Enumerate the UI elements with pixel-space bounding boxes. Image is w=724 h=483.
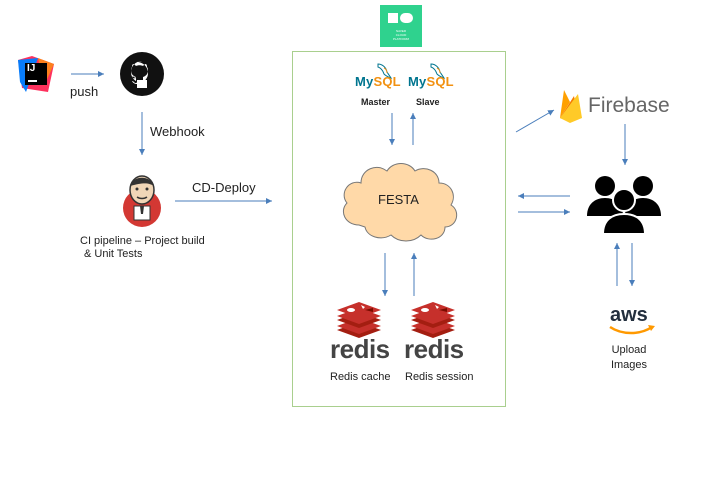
aws-smile-icon bbox=[609, 325, 655, 335]
ci-label-line-2: & Unit Tests bbox=[84, 248, 143, 260]
redis-cache-icon bbox=[337, 302, 381, 338]
intellij-idea-logo: IJ bbox=[18, 56, 54, 92]
cd-deploy-label: CD-Deploy bbox=[192, 180, 256, 195]
github-icon bbox=[120, 52, 164, 96]
naver-cloud-platform-icon bbox=[388, 13, 413, 23]
mysql-slave-logo: MySQL bbox=[407, 60, 454, 94]
redis-session-logo: redis bbox=[403, 300, 465, 364]
users-icon bbox=[585, 172, 663, 236]
aws-logo-text: aws bbox=[610, 304, 648, 326]
redis-cache-logo: redis bbox=[330, 300, 390, 364]
redis-cache-logo-text: redis bbox=[330, 334, 390, 364]
users-group-icon bbox=[587, 176, 661, 235]
arrow-platform-to-firebase bbox=[515, 109, 555, 133]
github-logo bbox=[120, 52, 164, 96]
mysql-slave-label: Slave bbox=[416, 97, 440, 107]
push-label: push bbox=[70, 84, 99, 99]
ci-label-line-1: CI pipeline – Project build bbox=[80, 235, 205, 247]
ci-pipeline-label: CI pipeline – Project build & Unit Tests bbox=[80, 235, 205, 261]
platform-logo-line-1: NAVER bbox=[395, 29, 407, 33]
firebase-flame-icon bbox=[560, 90, 582, 123]
aws-logo: aws bbox=[606, 304, 656, 336]
firebase-logo bbox=[558, 88, 584, 124]
jenkins-icon bbox=[123, 175, 161, 227]
mysql-master-logo-text: MySQL bbox=[355, 74, 401, 89]
jenkins-logo bbox=[120, 170, 164, 228]
naver-cloud-platform-box bbox=[292, 51, 506, 407]
aws-upload-label: Upload Images bbox=[605, 343, 653, 373]
mysql-master-dolphin-icon bbox=[377, 63, 393, 79]
redis-cache-label: Redis cache bbox=[330, 371, 391, 383]
mysql-slave-logo-text: MySQL bbox=[408, 74, 454, 89]
mysql-master-label: Master bbox=[361, 97, 391, 107]
platform-logo-line-2: CLOUD bbox=[395, 33, 407, 37]
platform-logo-line-3: PLATFORM bbox=[392, 37, 410, 41]
festa-cloud-shape bbox=[343, 163, 458, 242]
redis-session-label: Redis session bbox=[405, 371, 474, 383]
mysql-slave-dolphin-icon bbox=[430, 63, 446, 79]
aws-label-line-2: Images bbox=[610, 359, 648, 371]
mysql-master-logo: MySQL bbox=[354, 60, 401, 94]
naver-cloud-platform-logo: NAVER CLOUD PLATFORM bbox=[380, 5, 422, 47]
redis-session-logo-text: redis bbox=[404, 334, 464, 364]
redis-session-icon bbox=[411, 302, 455, 338]
intellij-logo-text: IJ bbox=[27, 63, 36, 74]
aws-label-line-1: Upload bbox=[611, 344, 647, 356]
intellij-logo-shape bbox=[18, 56, 54, 92]
firebase-label: Firebase bbox=[588, 94, 670, 117]
webhook-label: Webhook bbox=[150, 124, 205, 139]
festa-label: FESTA bbox=[378, 192, 419, 207]
